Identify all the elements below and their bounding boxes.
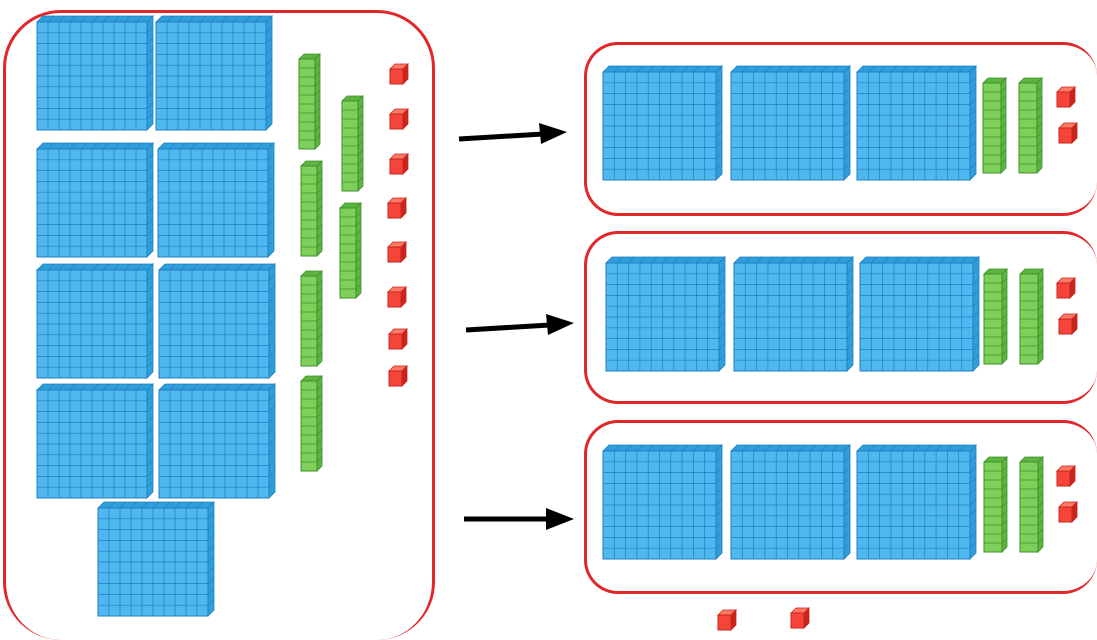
arrow-icon-1 [458, 123, 567, 144]
hundred-flat-icon [158, 263, 276, 379]
hundred-flat-icon [602, 65, 723, 181]
unit-cube-icon [1058, 313, 1078, 335]
ten-rod-icon [300, 270, 323, 367]
hundred-flat-icon [730, 65, 851, 181]
unit-cube-icon [388, 365, 408, 387]
ten-rod-icon [339, 202, 362, 299]
unit-cube-icon [1056, 465, 1076, 487]
unit-cube-icon [387, 286, 407, 308]
ten-rod-icon [1019, 268, 1044, 365]
ten-rod-icon [982, 77, 1007, 174]
share-group-2 [584, 231, 1097, 404]
ten-rod-icon [1019, 456, 1044, 553]
hundred-flat-icon [36, 383, 154, 499]
share-group-3 [584, 420, 1097, 594]
hundred-flat-icon [605, 256, 726, 372]
hundred-flat-icon [856, 444, 977, 560]
hundred-flat-icon [36, 263, 154, 379]
hundred-flat-icon [859, 256, 980, 372]
unit-cube-icon [389, 153, 409, 175]
ten-rod-icon [1018, 77, 1043, 174]
remainder-unit-cube-icon [717, 609, 737, 631]
hundred-flat-icon [733, 256, 854, 372]
unit-cube-icon [388, 328, 408, 350]
hundred-flat-icon [602, 444, 723, 560]
ten-rod-icon [983, 268, 1008, 365]
ten-rod-icon [300, 375, 323, 472]
unit-cube-icon [389, 108, 409, 130]
unit-cube-icon [1058, 122, 1078, 144]
hundred-flat-icon [856, 65, 977, 181]
unit-cube-icon [1058, 501, 1078, 523]
hundred-flat-icon [730, 444, 851, 560]
unit-cube-icon [1056, 277, 1076, 299]
ten-rod-icon [300, 160, 323, 257]
ten-rod-icon [298, 53, 321, 150]
hundred-flat-icon [155, 15, 273, 131]
arrow-icon-3 [464, 508, 574, 530]
hundred-flat-icon [157, 142, 275, 258]
remainder-unit-cube-icon [790, 607, 810, 629]
ten-rod-icon [341, 95, 364, 192]
ten-rod-icon [983, 456, 1008, 553]
hundred-flat-icon [36, 15, 154, 131]
unit-cube-icon [387, 197, 407, 219]
unit-cube-icon [389, 63, 409, 85]
arrow-icon-2 [465, 314, 574, 335]
unit-cube-icon [1056, 86, 1076, 108]
hundred-flat-icon [36, 142, 154, 258]
whole-group [3, 10, 435, 640]
hundred-flat-icon [97, 501, 215, 617]
unit-cube-icon [387, 241, 407, 263]
share-group-1 [584, 42, 1097, 216]
hundred-flat-icon [158, 383, 276, 499]
